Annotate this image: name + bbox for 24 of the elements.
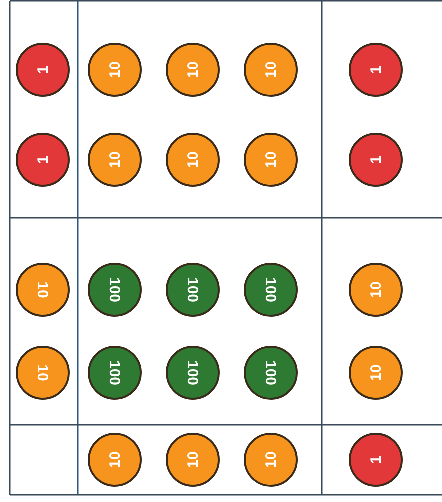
place-value-counter: 1 [16,43,70,97]
place-value-counter: 100 [166,263,220,317]
place-value-counter: 10 [244,133,298,187]
place-value-counter: 100 [166,346,220,400]
place-value-counter: 10 [349,263,403,317]
place-value-counter: 10 [16,263,70,317]
place-value-counter: 1 [349,433,403,487]
place-value-counter: 100 [88,263,142,317]
place-value-counter: 10 [166,43,220,97]
place-value-counter: 1 [349,133,403,187]
place-value-counter: 1 [349,43,403,97]
place-value-counter: 10 [244,43,298,97]
place-value-counter: 10 [244,433,298,487]
place-value-counter: 10 [88,433,142,487]
place-value-counter: 10 [166,433,220,487]
place-value-counter: 100 [244,263,298,317]
place-value-counter: 10 [88,133,142,187]
place-value-counter: 1 [16,133,70,187]
place-value-counter: 100 [88,346,142,400]
place-value-counter: 10 [166,133,220,187]
place-value-counter: 10 [88,43,142,97]
place-value-counter: 100 [244,346,298,400]
place-value-counter: 10 [16,346,70,400]
place-value-counter: 10 [349,346,403,400]
